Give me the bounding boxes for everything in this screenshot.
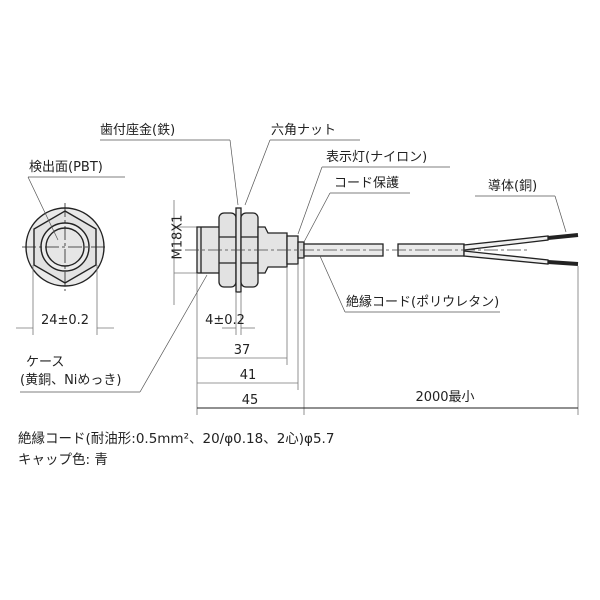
indicator-label: 表示灯(ナイロン): [326, 150, 428, 165]
cap-color-note: キャップ色: 青: [18, 452, 108, 468]
front-view: [16, 176, 125, 335]
case-label: ケース: [26, 355, 65, 370]
nut-thickness-dimension: 4±0.2: [205, 313, 245, 328]
nut-width-dimension: 24±0.2: [40, 313, 90, 328]
cord-length-dimension: 2000最小: [415, 390, 475, 405]
insulated-cord-label: 絶縁コード(ポリウレタン): [346, 295, 500, 310]
cord-spec-note: 絶縁コード(耐油形:0.5mm²、20/φ0.18、2心)φ5.7: [18, 431, 335, 447]
side-view: [20, 139, 579, 415]
cord-protector-label: コード保護: [334, 176, 400, 191]
thread-dimension: M18X1: [170, 214, 186, 260]
washer-label: 歯付座金(鉄): [100, 123, 176, 138]
conductor-label: 導体(銅): [488, 179, 538, 194]
sensing-face-label: 検出面(PBT): [29, 160, 103, 175]
case-material-label: (黄銅、Niめっき): [20, 373, 122, 388]
length-45: 45: [241, 393, 259, 408]
hex-nut-label: 六角ナット: [271, 123, 337, 138]
length-37: 37: [233, 343, 251, 358]
length-41: 41: [239, 368, 257, 383]
